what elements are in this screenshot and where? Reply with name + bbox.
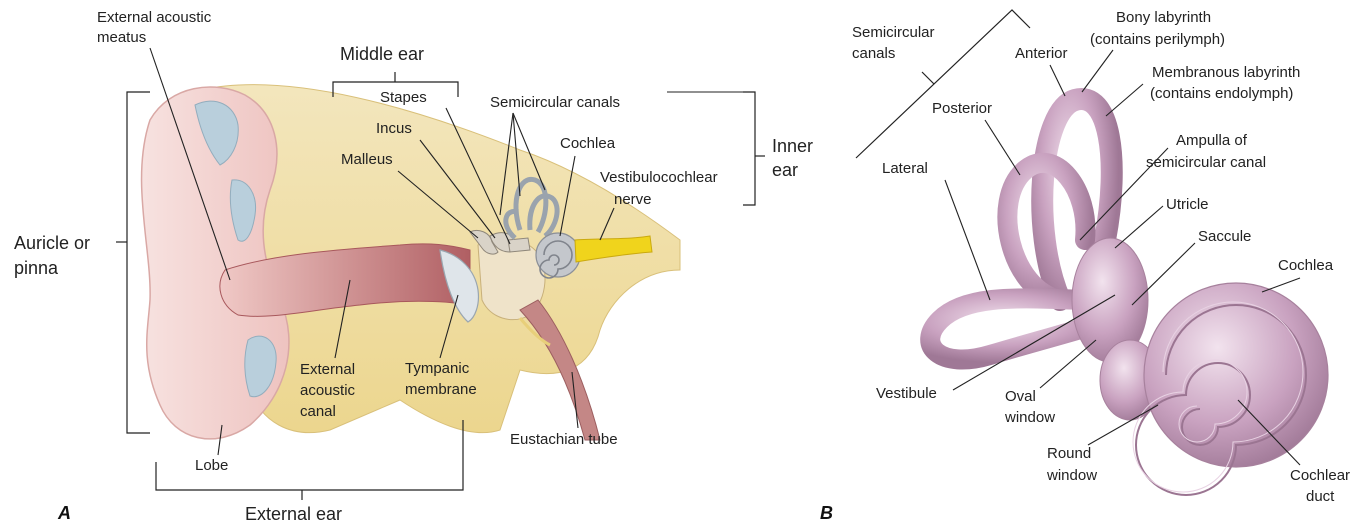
label-external-acoustic-canal-2: acoustic	[300, 382, 356, 399]
label-inner-ear-1: Inner	[772, 136, 813, 156]
label-external-acoustic-canal-1: External	[300, 361, 355, 378]
label-malleus: Malleus	[341, 151, 393, 168]
label-tympanic-membrane-1: Tympanic	[405, 360, 470, 377]
label-stapes: Stapes	[380, 89, 427, 106]
label-ampulla-2: semicircular canal	[1146, 154, 1266, 171]
label-auricle-1: Auricle or	[14, 233, 90, 253]
label-middle-ear: Middle ear	[340, 44, 424, 64]
label-cochlear-duct-2: duct	[1306, 488, 1335, 505]
label-semicircular-canals-b-1: Semicircular	[852, 24, 935, 41]
label-vestibulocochlear-nerve-2: nerve	[614, 191, 652, 208]
panel-letter-b: B	[820, 503, 833, 523]
label-bony-labyrinth-2: (contains perilymph)	[1090, 31, 1225, 48]
label-anterior: Anterior	[1015, 45, 1068, 62]
label-auricle-2: pinna	[14, 258, 59, 278]
label-external-acoustic-meatus-2: meatus	[97, 29, 146, 46]
leader-utricle	[1115, 206, 1163, 248]
panel-letter-a: A	[57, 503, 71, 523]
label-cochlea-b: Cochlea	[1278, 257, 1334, 274]
label-ampulla-1: Ampulla of	[1176, 132, 1248, 149]
leader-cochlea-b	[1262, 278, 1300, 292]
label-lobe: Lobe	[195, 457, 228, 474]
leader-bony-labyrinth	[1082, 50, 1113, 92]
label-posterior: Posterior	[932, 100, 992, 117]
label-semicircular-canals-a: Semicircular canals	[490, 94, 620, 111]
leader-membranous-labyrinth	[1106, 84, 1143, 116]
label-tympanic-membrane-2: membrane	[405, 381, 477, 398]
label-membranous-labyrinth-2: (contains endolymph)	[1150, 85, 1293, 102]
label-bony-labyrinth-1: Bony labyrinth	[1116, 9, 1211, 26]
label-round-window-2: window	[1046, 467, 1097, 484]
label-membranous-labyrinth-1: Membranous labyrinth	[1152, 64, 1300, 81]
leader-posterior	[985, 120, 1020, 175]
label-lateral: Lateral	[882, 160, 928, 177]
label-round-window-1: Round	[1047, 445, 1091, 462]
leader-anterior	[1050, 65, 1065, 96]
label-external-acoustic-meatus-1: External acoustic	[97, 9, 212, 26]
label-oval-window-2: window	[1004, 409, 1055, 426]
leader-lateral	[945, 180, 990, 300]
label-external-ear: External ear	[245, 504, 342, 524]
bracket-inner-ear	[743, 92, 755, 205]
label-cochlear-duct-1: Cochlear	[1290, 467, 1350, 484]
inner-ear-labyrinth-illustration	[930, 99, 1328, 495]
label-cochlea-a: Cochlea	[560, 135, 616, 152]
label-semicircular-canals-b-2: canals	[852, 45, 895, 62]
leader-ampulla	[1080, 148, 1168, 240]
label-eustachian-tube: Eustachian tube	[510, 431, 618, 448]
label-inner-ear-2: ear	[772, 160, 798, 180]
label-incus: Incus	[376, 120, 412, 137]
label-vestibule: Vestibule	[876, 385, 937, 402]
label-oval-window-1: Oval	[1005, 388, 1036, 405]
label-saccule: Saccule	[1198, 228, 1251, 245]
label-utricle: Utricle	[1166, 196, 1209, 213]
label-external-acoustic-canal-3: canal	[300, 403, 336, 420]
label-vestibulocochlear-nerve-1: Vestibulocochlear	[600, 169, 718, 186]
